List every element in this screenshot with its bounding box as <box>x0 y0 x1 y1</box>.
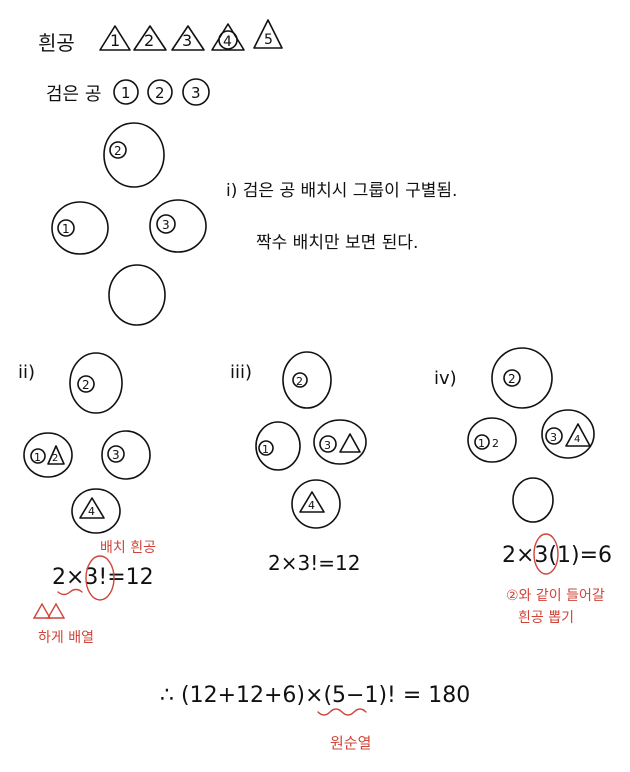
black-ball-circles: 1 2 3 <box>113 78 210 106</box>
white-ball-number-3: 3 <box>182 31 192 50</box>
case-1-ball-right-circle <box>156 214 176 234</box>
case-4-label: iv) <box>434 368 457 389</box>
case-2-ball-bottom-triangle-number: 4 <box>88 505 95 518</box>
final-formula-underline <box>317 708 367 716</box>
case-1-ball-left-circle <box>57 219 75 237</box>
case-4-annotation-line-1: ②와 같이 들어갈 <box>506 588 605 604</box>
white-ball-triangle-3 <box>171 25 205 51</box>
case-2-ball-left-number: 1 <box>34 451 41 464</box>
case-4-ball-right-circle <box>545 427 563 445</box>
case-1-ball-right <box>149 199 207 253</box>
white-ball-triangles: 1 2 3 4 5 <box>99 19 283 51</box>
case-3-ball-left <box>255 421 301 471</box>
case-1-ball-top-number: 2 <box>114 144 122 158</box>
case-2-annotation-triangle-1 <box>32 602 52 619</box>
case-1-ball-bottom <box>108 264 166 326</box>
case-2-ball-left-triangle-number: 2 <box>52 453 58 464</box>
white-ball-number-2: 2 <box>144 31 154 50</box>
case-3-ball-right-number: 3 <box>324 439 331 452</box>
case-4-ball-bottom <box>512 477 554 523</box>
case-4-ball-left-triangle-number: 2 <box>492 437 499 450</box>
final-formula: ∴ (12+12+6)×(5−1)! = 180 <box>160 683 470 708</box>
case-2-annotation-bottom: 하게 배열 <box>38 630 94 646</box>
case-4-ball-right-triangle-number: 4 <box>574 434 580 445</box>
case-4-ball-right-number: 3 <box>550 431 557 444</box>
white-ball-triangle-2 <box>133 25 167 51</box>
case-3-label: iii) <box>230 362 252 383</box>
case-2-formula-highlight <box>85 555 115 601</box>
case-2-ball-left <box>23 432 73 478</box>
case-1-diagram: 2 1 3 <box>51 122 207 326</box>
case-3-ball-top-circle <box>292 372 308 388</box>
case-2-ball-left-circle <box>30 448 46 464</box>
case-1-ball-top-circle <box>109 141 127 159</box>
case-4-formula-highlight <box>533 533 559 575</box>
case-3-ball-bottom-triangle <box>299 491 325 513</box>
case-4-ball-left-circle <box>474 434 490 450</box>
case-1-ball-top <box>103 122 165 188</box>
case-3-ball-bottom-triangle-number: 4 <box>308 499 315 512</box>
case-2-formula: 2×3!=12 <box>52 565 154 590</box>
case-1-ball-right-number: 3 <box>162 218 170 232</box>
case-2-ball-bottom <box>71 488 121 534</box>
case-2-ball-right-number: 3 <box>112 448 120 462</box>
note-line-2: 짝수 배치만 보면 된다. <box>256 233 418 253</box>
case-4-ball-left <box>467 417 517 463</box>
case-2-ball-top <box>69 352 123 414</box>
case-2-ball-top-number: 2 <box>82 378 90 392</box>
note-line-1: i) 검은 공 배치시 그룹이 구별됨. <box>226 181 457 201</box>
black-ball-number-3: 3 <box>191 84 201 102</box>
case-4-ball-top-number: 2 <box>508 372 516 386</box>
case-3-ball-top <box>282 351 332 409</box>
black-ball-circle-1 <box>113 79 139 105</box>
case-3-ball-right <box>313 419 367 465</box>
white-ball-number-5: 5 <box>264 32 273 48</box>
black-ball-number-2: 2 <box>155 84 165 102</box>
case-1-ball-left-number: 1 <box>62 222 70 236</box>
white-ball-triangle-1 <box>99 25 131 51</box>
case-3-ball-left-circle <box>258 440 274 456</box>
case-2-diagram: 2 1 2 3 4 <box>23 352 151 534</box>
case-4-ball-top-circle <box>503 369 521 387</box>
case-4-annotation-line-2: 흰공 뽑기 <box>518 610 574 626</box>
case-3-ball-left-number: 1 <box>262 443 269 456</box>
black-ball-circle-3 <box>182 78 210 106</box>
case-2-ball-bottom-triangle <box>79 497 105 519</box>
case-4-ball-right-triangle <box>565 423 591 447</box>
case-3-ball-right-triangle <box>339 433 361 453</box>
case-2-ball-left-triangle <box>47 445 65 465</box>
case-4-diagram: 2 1 2 3 4 <box>467 347 595 523</box>
case-4-ball-right <box>541 409 595 459</box>
white-ball-number-1: 1 <box>110 31 120 50</box>
case-3-ball-top-number: 2 <box>296 375 303 388</box>
case-3-ball-bottom <box>291 479 341 529</box>
white-ball-triangle-5 <box>253 19 283 49</box>
case-2-label: ii) <box>18 362 35 383</box>
case-4-ball-left-number: 1 <box>478 437 485 450</box>
white-ball-circle-4 <box>218 30 238 50</box>
case-2-annotation-top: 배치 흰공 <box>100 540 156 556</box>
case-2-formula-underline <box>57 588 83 596</box>
case-3-diagram: 2 1 3 4 <box>255 351 367 529</box>
case-1-ball-left <box>51 201 109 255</box>
case-3-formula: 2×3!=12 <box>268 551 360 575</box>
final-annotation: 원순열 <box>330 734 371 752</box>
black-ball-circle-2 <box>147 79 173 105</box>
case-2-ball-right-circle <box>107 445 125 463</box>
case-4-ball-top <box>491 347 553 409</box>
white-balls-label: 흰공 <box>38 31 75 55</box>
case-2-ball-right <box>101 430 151 480</box>
black-balls-label: 검은 공 <box>46 84 101 105</box>
black-ball-number-1: 1 <box>121 84 131 102</box>
case-2-annotation-triangle-2 <box>46 602 66 619</box>
white-ball-number-4: 4 <box>223 34 232 50</box>
case-2-ball-top-circle <box>77 375 95 393</box>
case-3-ball-right-circle <box>319 435 337 453</box>
